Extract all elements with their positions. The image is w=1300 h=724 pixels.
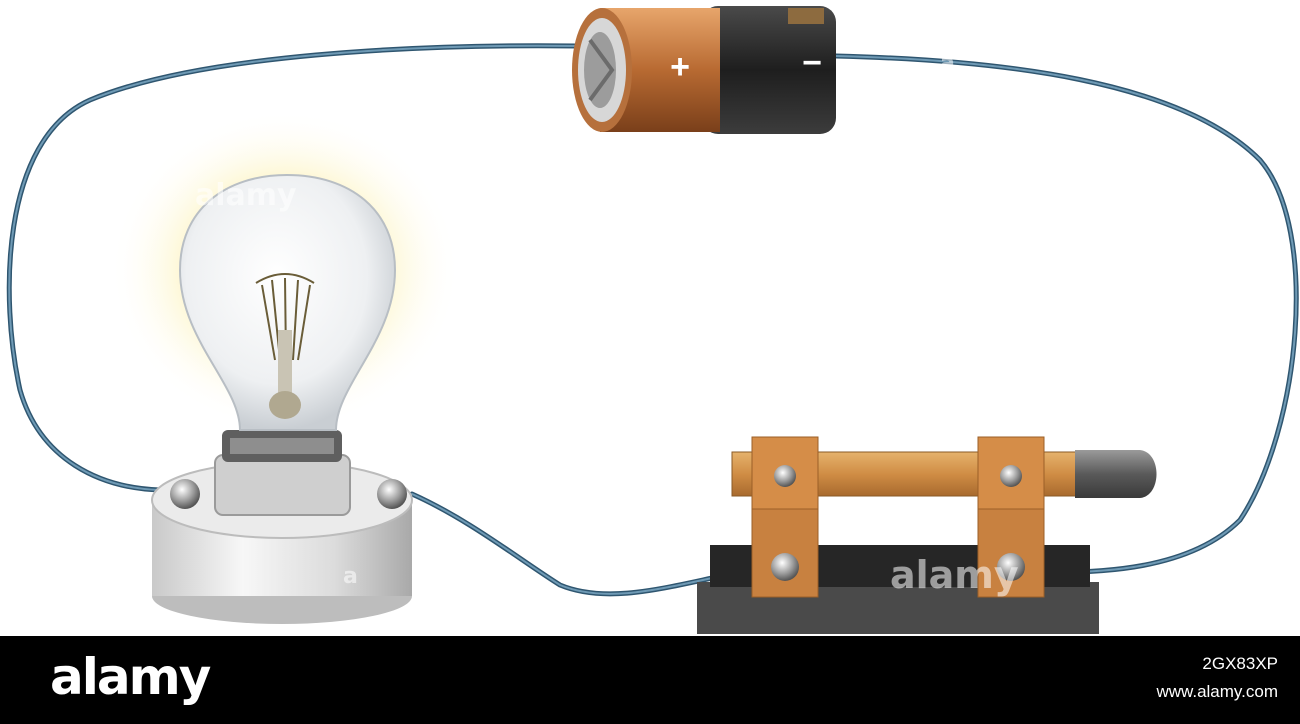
- wire: [6, 43, 1299, 597]
- circuit-diagram: + −: [6, 6, 1299, 634]
- watermark-mark-2: a: [940, 51, 955, 76]
- knife-switch-icon: [697, 436, 1157, 634]
- image-id: 2GX83XP: [1202, 654, 1278, 673]
- alamy-logo: alamy: [50, 648, 211, 706]
- watermark-text-2: alamy: [195, 178, 297, 213]
- battery-plus-label: +: [670, 48, 690, 86]
- watermark-text: alamy: [890, 553, 1019, 597]
- footer-bar: alamy 2GX83XP www.alamy.com: [0, 636, 1300, 724]
- battery-minus-label: −: [802, 44, 822, 82]
- battery-icon: + −: [572, 6, 836, 134]
- footer-url[interactable]: www.alamy.com: [1156, 682, 1278, 701]
- watermark-mark: a: [343, 564, 358, 589]
- light-bulb-icon: [110, 110, 460, 624]
